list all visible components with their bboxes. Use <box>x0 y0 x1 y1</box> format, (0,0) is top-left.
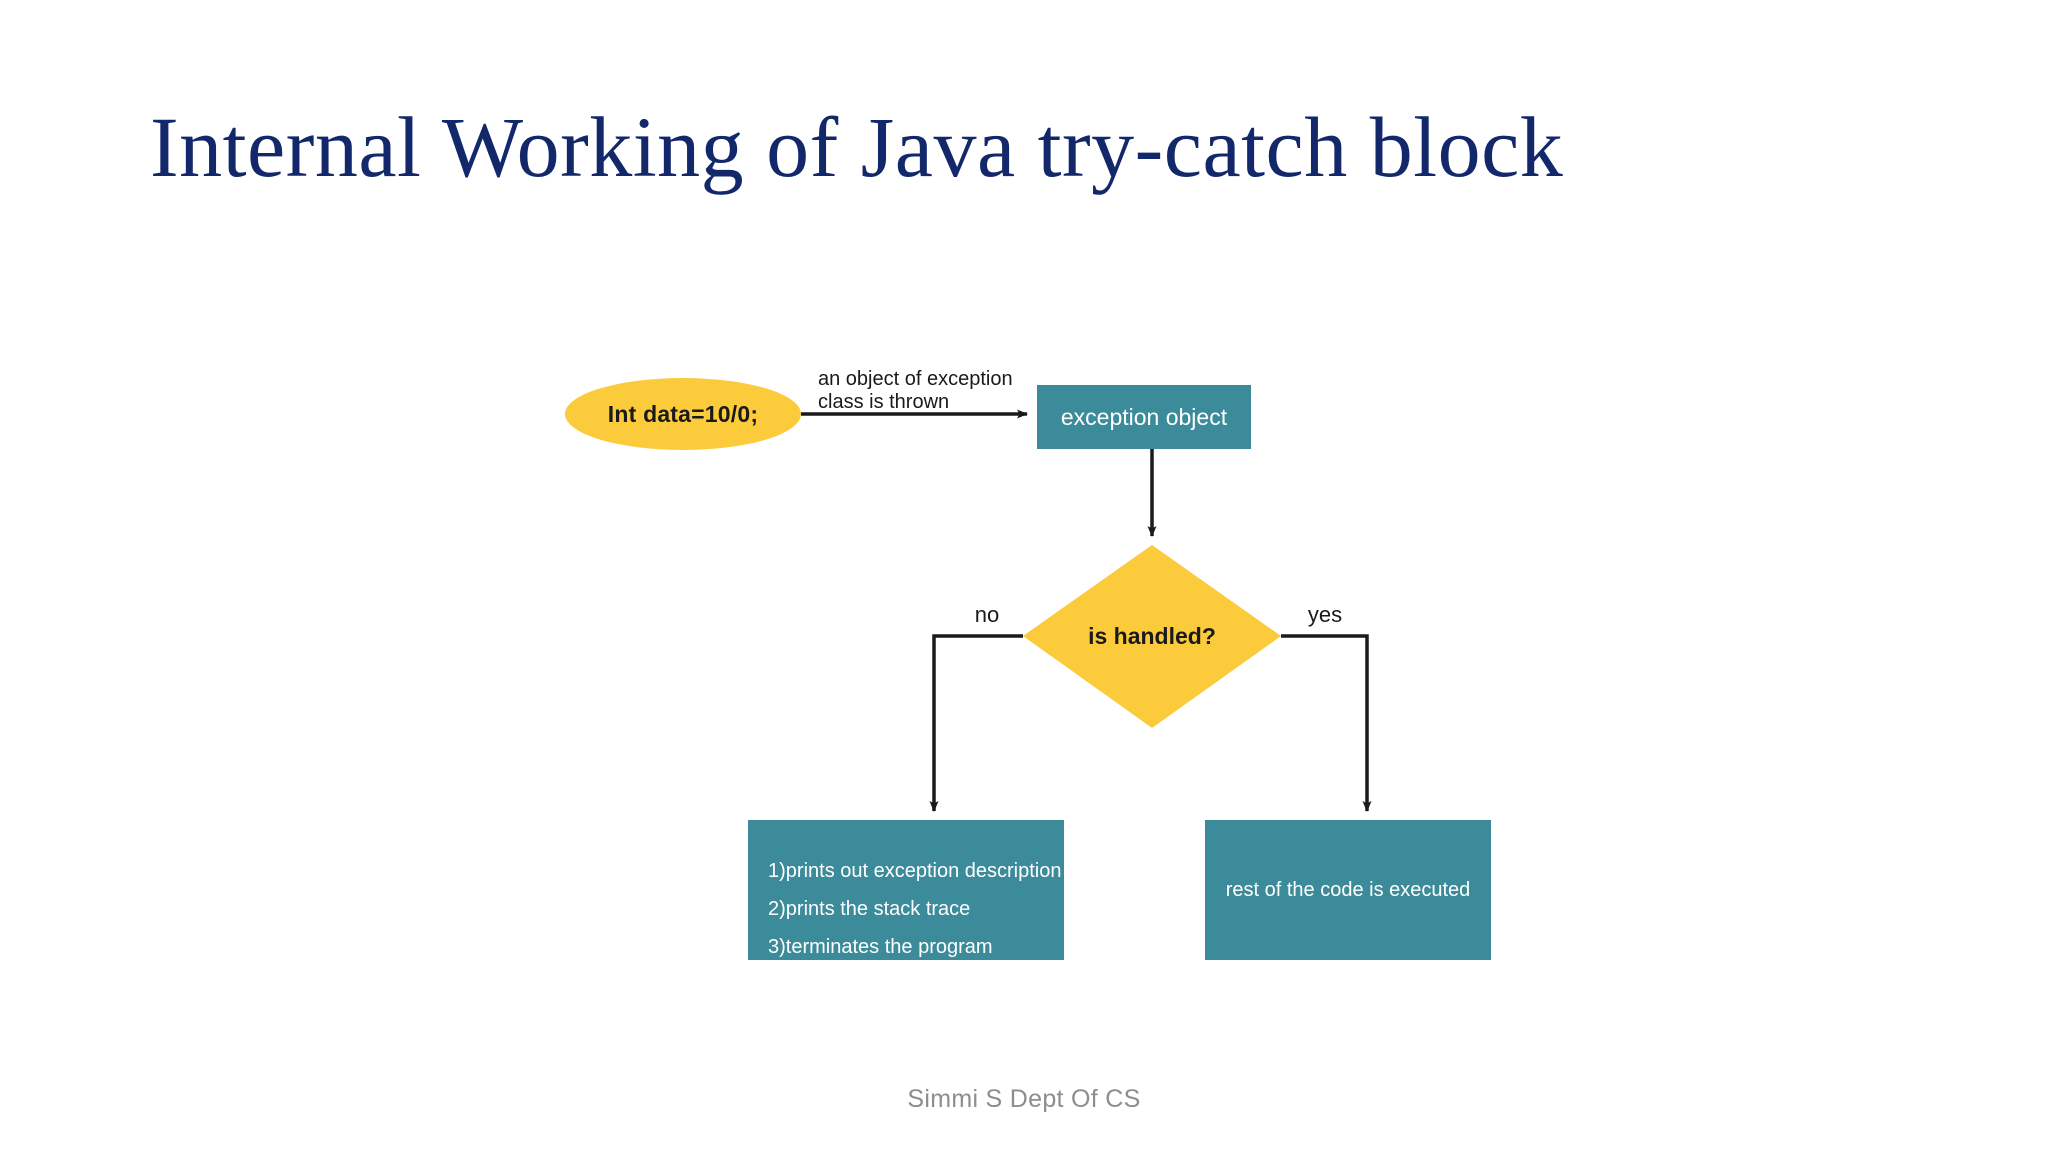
page-title: Internal Working of Java try-catch block <box>150 99 1564 195</box>
edge-decision-no-line <box>929 634 1023 812</box>
slide-footer: Simmi S Dept Of CS <box>907 1085 1141 1113</box>
edge-decision-yes-line <box>1281 634 1372 812</box>
unhandled-box-shape <box>748 820 1064 960</box>
exception-object-shape <box>1037 385 1251 449</box>
start-node-shape <box>565 378 801 450</box>
decision-node-shape <box>1023 545 1281 728</box>
handled-box-shape <box>1205 820 1491 960</box>
